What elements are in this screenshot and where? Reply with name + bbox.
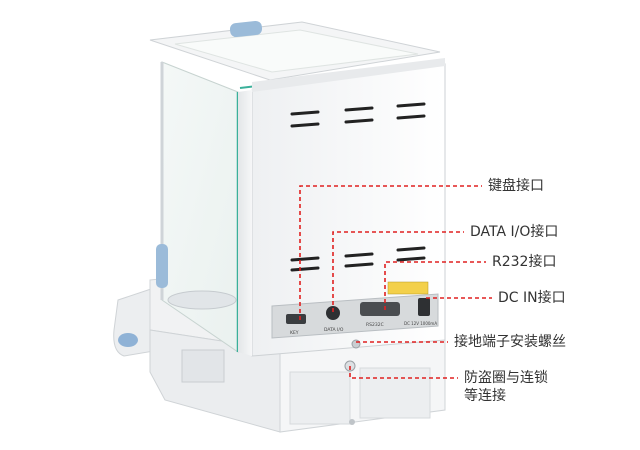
key-port-label: KEY — [290, 330, 299, 336]
vents — [290, 102, 426, 272]
callout-ground-screw: 接地端子安装螺丝 — [454, 334, 566, 350]
top-glass — [174, 29, 419, 73]
door-handle — [156, 244, 168, 288]
weighing-pan — [167, 290, 237, 310]
base-vent — [289, 371, 351, 425]
callout-keyboard-port: 键盘接口 — [488, 178, 544, 194]
callout-dc-in-port: DC IN接口 — [498, 290, 566, 306]
rs232c-port-label: RS232C — [366, 322, 384, 328]
callout-security-lock: 防盗圈与连锁 等连接 — [464, 370, 548, 404]
dc-in-port — [418, 298, 430, 316]
leader-lines — [299, 185, 492, 379]
top-handle — [229, 20, 263, 38]
leader-r232 — [384, 261, 486, 310]
leader-security — [349, 366, 458, 379]
rear-side — [238, 90, 252, 356]
callout-data-io-port: DATA I/O接口 — [470, 224, 559, 240]
key-port — [286, 314, 306, 324]
callout-r232-port: R232接口 — [492, 254, 557, 270]
leader-data-io — [332, 231, 464, 312]
foot-pad — [118, 333, 138, 347]
rs232c-port — [360, 302, 400, 316]
dc-in-port-label: DC 12V 1000mA — [404, 321, 437, 326]
base-vent — [359, 367, 431, 419]
data-io-port — [326, 306, 340, 320]
rear-top-edge — [252, 58, 445, 92]
leader-keyboard — [299, 185, 482, 320]
label-sticker — [181, 349, 225, 383]
data-io-port-label: DATA I/O — [324, 327, 344, 333]
warning-label — [387, 281, 429, 295]
bottom-screw — [349, 419, 355, 425]
